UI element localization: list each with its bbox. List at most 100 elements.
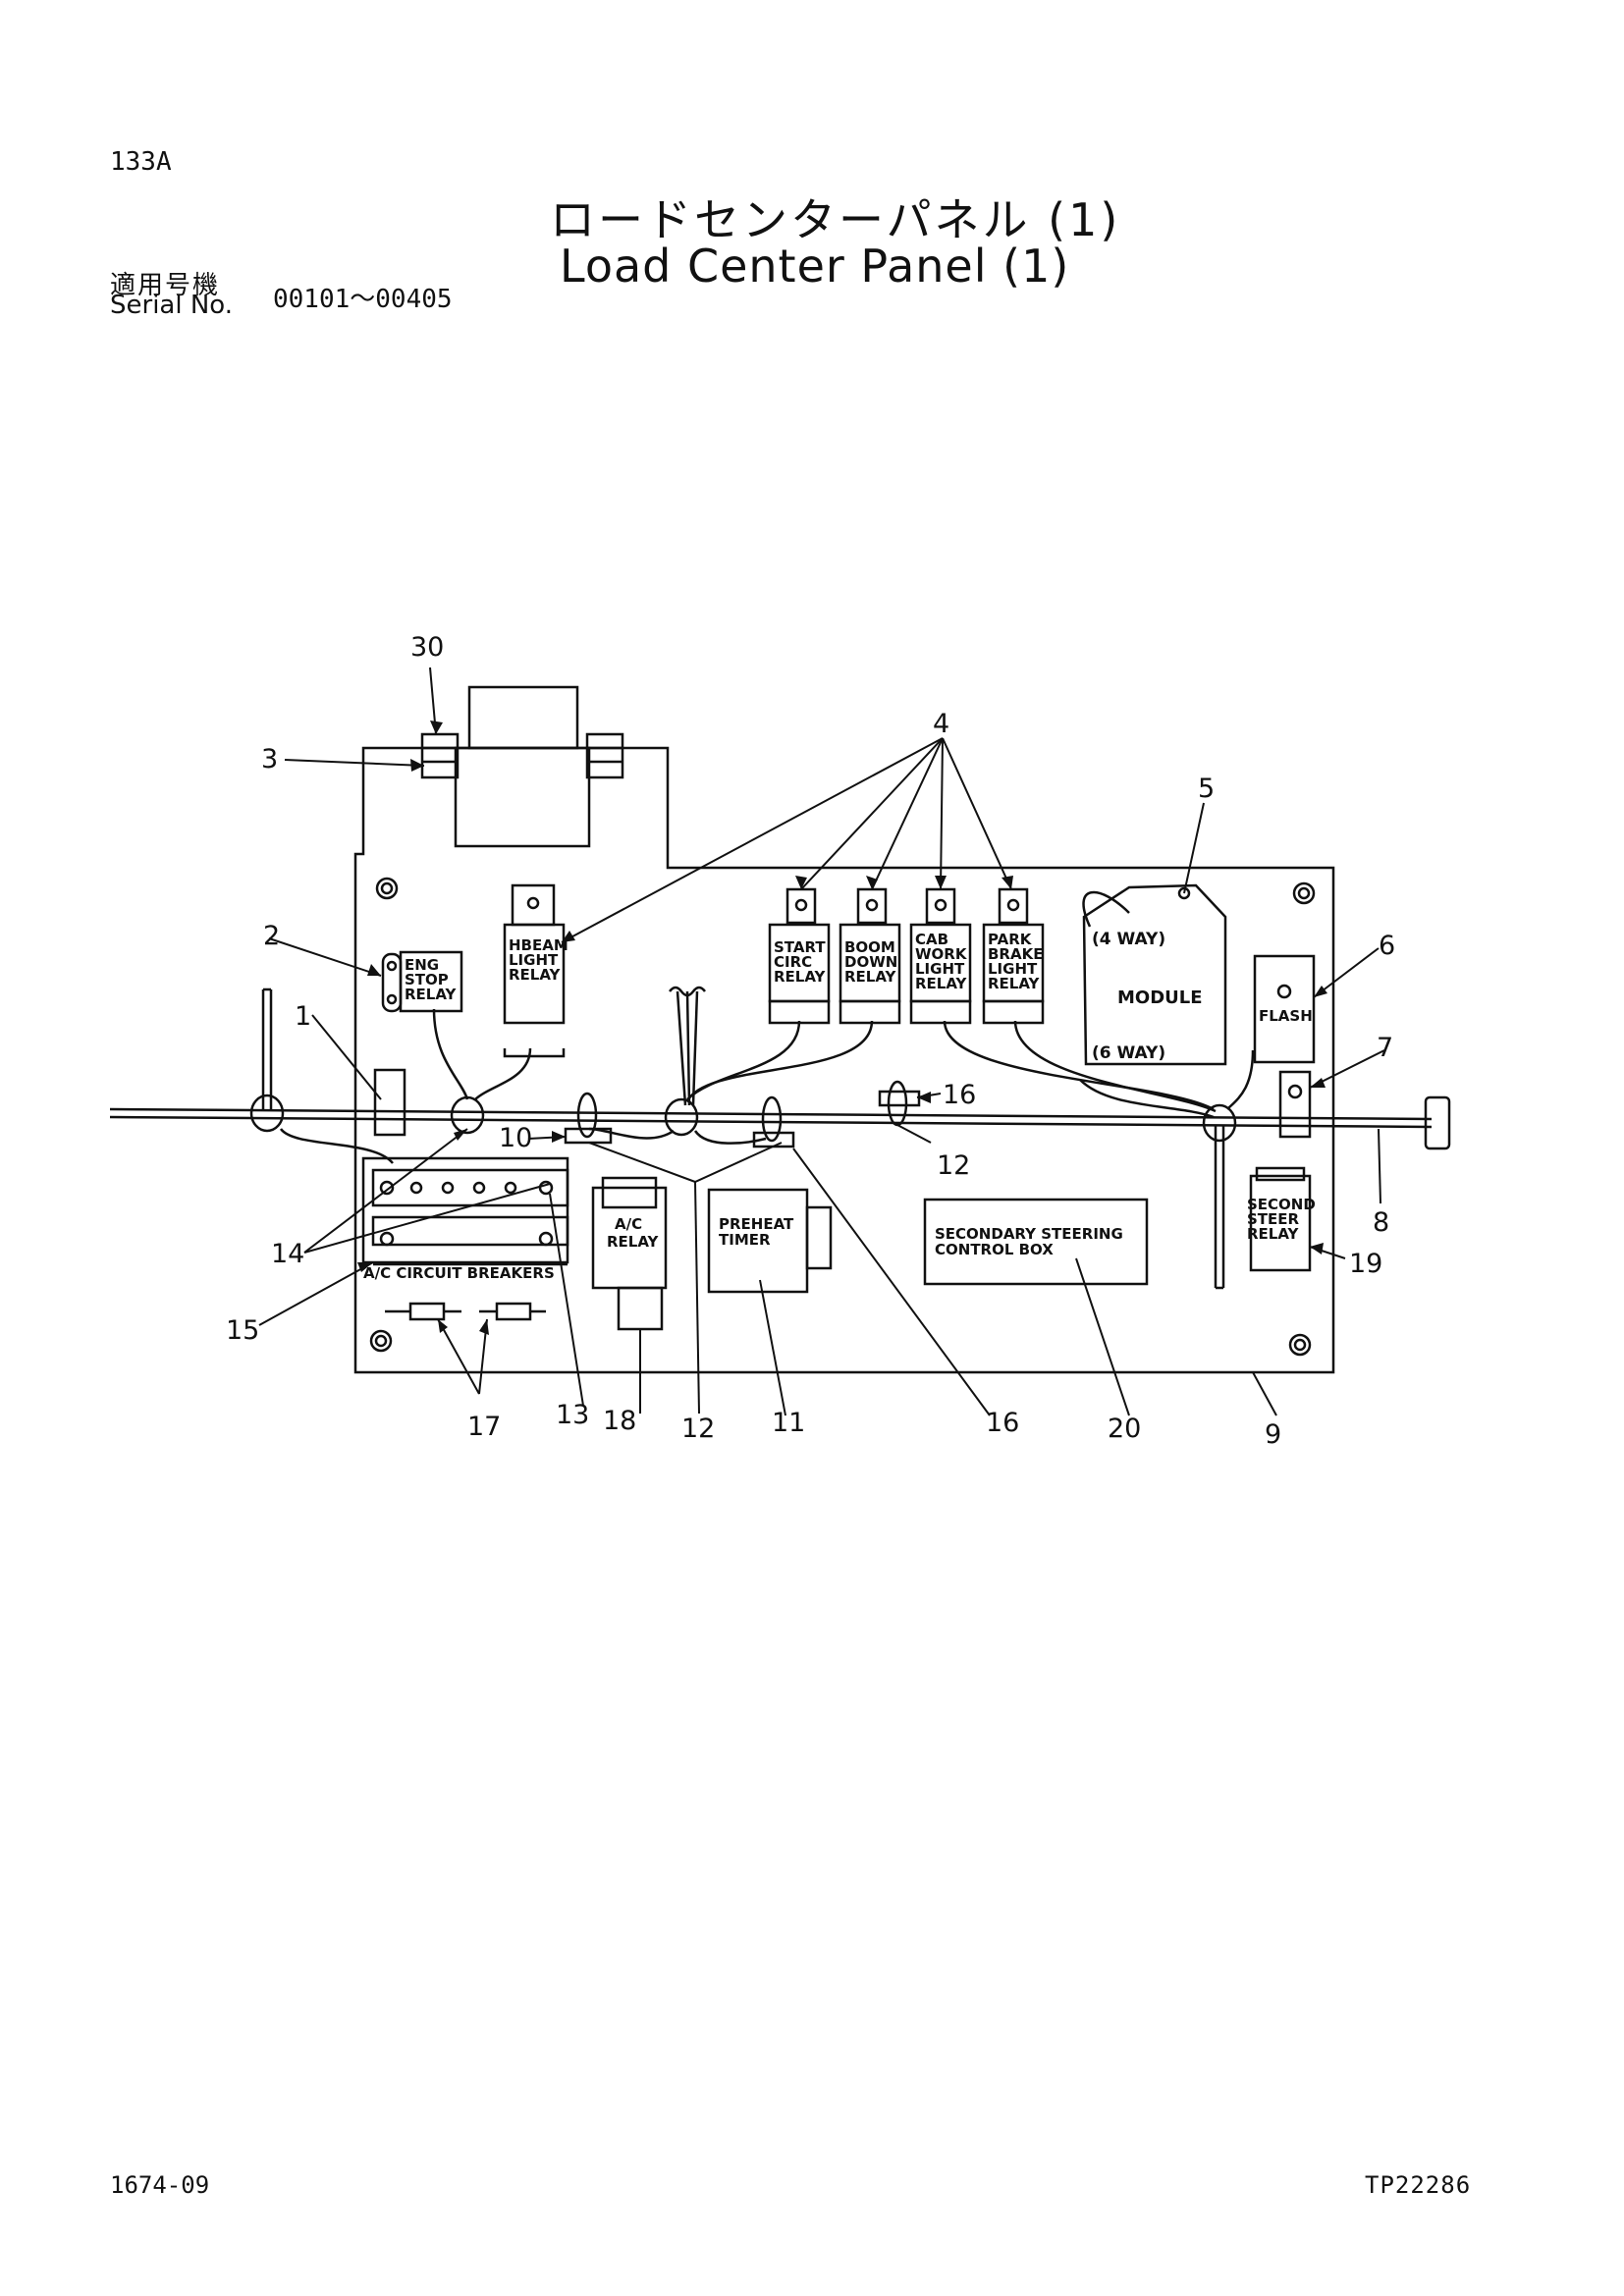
- harness-grommet: [450, 1095, 485, 1135]
- preheat-timer-label: TIMER: [719, 1231, 771, 1249]
- harness-grommet: [664, 1097, 699, 1137]
- ac-circuit-breaker-board: [361, 1156, 569, 1264]
- callout-13: 13: [556, 1400, 589, 1430]
- callout-1: 1: [295, 1001, 311, 1032]
- park-brake-light-relay-label: PARK: [988, 931, 1033, 948]
- clip-right: [585, 732, 624, 779]
- start-circ-relay-label: RELAY: [774, 968, 827, 986]
- vertical-harness-left: [261, 988, 273, 1111]
- park-brake-light-relay-label: LIGHT: [988, 960, 1038, 978]
- second-steer-relay-label: SECOND: [1247, 1196, 1316, 1213]
- callout-30: 30: [410, 632, 444, 663]
- park-brake-light-relay: [982, 887, 1045, 1025]
- harness-grommet: [249, 1094, 285, 1133]
- module-4way-label: (4 WAY): [1092, 930, 1165, 949]
- mount-hole: [369, 1329, 393, 1353]
- secondary-steering-label: CONTROL BOX: [935, 1241, 1054, 1258]
- callout-10: 10: [499, 1123, 532, 1153]
- harness-grommet: [1202, 1103, 1237, 1143]
- callout-20: 20: [1108, 1414, 1141, 1444]
- ac-circuit-breakers-label: A/C CIRCUIT BREAKERS: [363, 1264, 555, 1282]
- eng-stop-relay-label: STOP: [405, 971, 449, 988]
- boom-down-relay-label: BOOM: [844, 938, 895, 956]
- second-steer-relay-label: STEER: [1247, 1210, 1300, 1228]
- clip-left: [420, 732, 460, 779]
- callout-18: 18: [603, 1406, 636, 1436]
- cab-work-light-relay-label: RELAY: [915, 975, 968, 992]
- vertical-harness-right: [1214, 1125, 1225, 1290]
- callout-4: 4: [933, 709, 949, 739]
- fuse-holder: [878, 1090, 921, 1107]
- module-6way-label: (6 WAY): [1092, 1043, 1165, 1063]
- callout-8: 8: [1373, 1207, 1389, 1238]
- hbeam-light-relay: [503, 883, 566, 1058]
- park-brake-light-relay-label: RELAY: [988, 975, 1041, 992]
- park-brake-light-relay-label: BRAKE: [988, 945, 1043, 963]
- spare-fuse: [408, 1302, 446, 1321]
- callout-16: 16: [943, 1080, 976, 1110]
- eng-stop-relay: [381, 950, 463, 1013]
- cable-tie: [576, 1092, 598, 1139]
- ac-relay-label: A/C: [615, 1215, 642, 1233]
- boom-down-relay-label: RELAY: [844, 968, 897, 986]
- boom-down-relay-label: DOWN: [844, 953, 897, 971]
- page-title: Load Center Panel (1): [560, 240, 1070, 293]
- callout-11: 11: [772, 1408, 805, 1438]
- harness-clamp: [373, 1068, 406, 1137]
- callout-17: 17: [467, 1412, 501, 1442]
- page-number: 133A: [110, 147, 172, 177]
- secondary-steering-label: SECONDARY STEERING: [935, 1225, 1123, 1243]
- callout-3: 3: [261, 744, 278, 774]
- second-steer-relay-label: RELAY: [1247, 1225, 1300, 1243]
- callout-19: 19: [1349, 1249, 1382, 1279]
- page-title-japanese: ロードセンターパネル (1): [550, 193, 1121, 246]
- callout-9: 9: [1265, 1419, 1281, 1450]
- serial-label: Serial No.: [110, 291, 233, 320]
- cable-tie: [887, 1080, 908, 1127]
- callout-16: 16: [986, 1408, 1019, 1438]
- ac-relay-label: RELAY: [607, 1233, 660, 1251]
- callout-6: 6: [1379, 931, 1395, 961]
- start-circ-relay-label: START: [774, 938, 826, 956]
- serial-range: 00101～00405: [273, 285, 453, 314]
- secondary-steering-control-box: [923, 1198, 1149, 1286]
- callout-12: 12: [937, 1150, 970, 1181]
- eng-stop-relay-label: RELAY: [405, 986, 458, 1003]
- start-circ-relay-label: CIRC: [774, 953, 812, 971]
- top-bracket-housing: [454, 746, 591, 848]
- callout-7: 7: [1377, 1033, 1393, 1063]
- cab-work-light-relay-label: WORK: [915, 945, 968, 963]
- serial-label-japanese: 適用号機: [110, 271, 221, 300]
- hbeam-light-relay-label: LIGHT: [509, 951, 559, 969]
- top-bracket: [467, 685, 579, 750]
- module-label: MODULE: [1117, 988, 1203, 1008]
- callout-2: 2: [263, 921, 280, 951]
- module: [1082, 883, 1227, 1066]
- mount-hole: [1288, 1333, 1312, 1357]
- cab-work-light-relay-label: CAB: [915, 931, 948, 948]
- fuse-holder: [564, 1127, 613, 1145]
- callout-5: 5: [1198, 774, 1215, 804]
- second-steer-relay: [1249, 1166, 1312, 1272]
- callout-14: 14: [271, 1239, 304, 1269]
- mount-hole: [375, 877, 399, 900]
- tp-code: TP22286: [1365, 2171, 1472, 2199]
- preheat-timer-label: PREHEAT: [719, 1215, 794, 1233]
- document-code: 1674-09: [110, 2171, 210, 2199]
- mount-hole: [1292, 881, 1316, 905]
- eng-stop-relay-label: ENG: [405, 956, 439, 974]
- flash-label: FLASH: [1259, 1007, 1313, 1025]
- flash-unit: [1253, 954, 1316, 1064]
- callout-15: 15: [226, 1315, 259, 1346]
- callout-12: 12: [681, 1414, 715, 1444]
- spare-fuse: [495, 1302, 532, 1321]
- harness-clamp: [1278, 1070, 1312, 1139]
- harness-end-cap: [1424, 1095, 1451, 1150]
- cab-work-light-relay-label: LIGHT: [915, 960, 965, 978]
- panel-board: [353, 746, 1335, 1374]
- hbeam-light-relay-label: RELAY: [509, 966, 562, 984]
- cable-tie: [761, 1095, 783, 1143]
- hbeam-light-relay-label: HBEAM: [509, 936, 568, 954]
